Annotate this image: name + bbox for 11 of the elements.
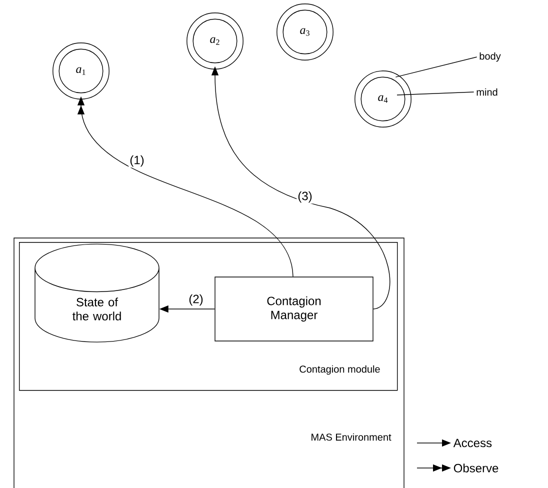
legend-text: Access xyxy=(453,438,492,448)
leader-line xyxy=(395,56,478,78)
process-box: Contagion Manager xyxy=(214,276,374,342)
legend-text: Observe xyxy=(454,464,498,472)
edge-label: (3) xyxy=(296,190,314,204)
database-cylinder: State of the world xyxy=(34,244,160,342)
edge-label: (2) xyxy=(188,293,204,307)
edge-label: (1) xyxy=(128,154,146,168)
leader-line xyxy=(396,92,474,96)
label-text: mind xyxy=(476,88,498,96)
label-text: body xyxy=(480,52,501,62)
